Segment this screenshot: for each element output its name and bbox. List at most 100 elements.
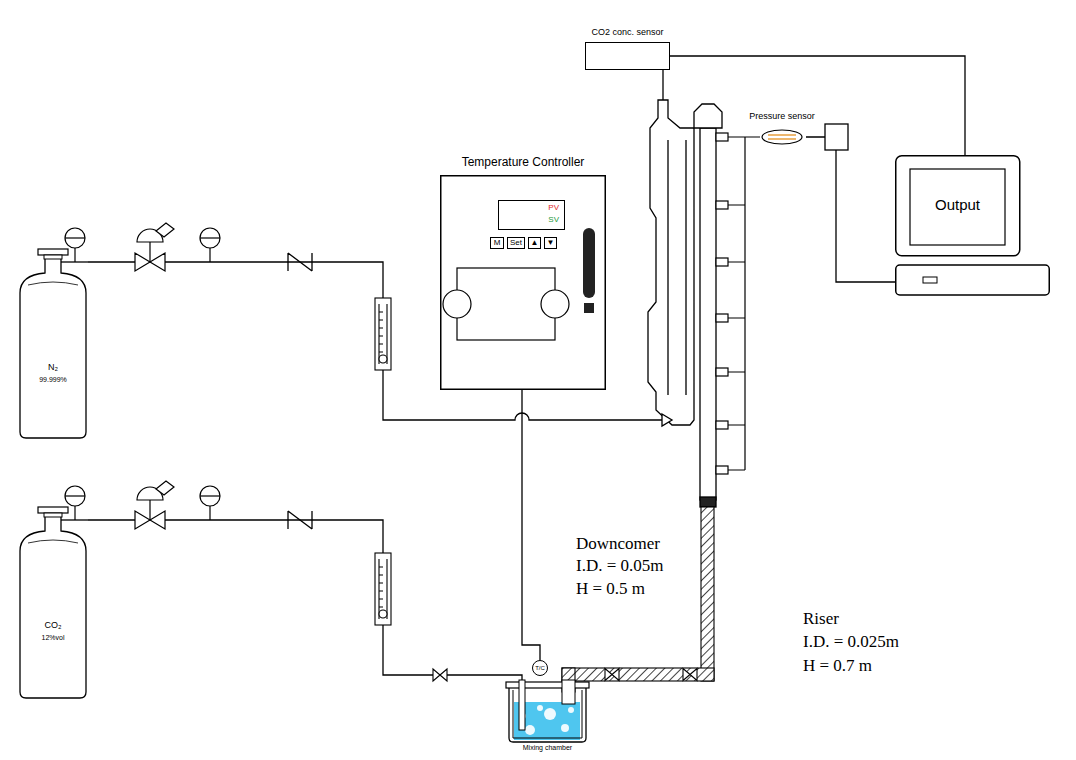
bubble-column-part	[662, 414, 672, 426]
dimension-label: H = 0.7 m	[803, 657, 872, 676]
mixing-chamber-shape-part	[568, 707, 574, 713]
gas-cylinder-shape	[18, 503, 88, 700]
bubble-column-part	[668, 140, 686, 395]
gas-cylinder: N₂ 99.999%	[18, 245, 88, 440]
node-text: T/C	[535, 665, 545, 672]
bubble-column-part	[700, 128, 716, 500]
temperature-controller: Temperature ControllerPVSVMSet▲▼	[440, 175, 606, 390]
node-text: Mixing chamber	[523, 744, 572, 752]
gas-cylinder-shape-part	[61, 519, 88, 520]
gas-cylinder: CO₂ 12%vol	[18, 503, 88, 700]
riser-tube-part	[683, 669, 697, 681]
pressure-taps-part	[716, 421, 728, 429]
node-text: PV	[548, 204, 559, 213]
node-text: ▲	[531, 239, 539, 248]
node-text: Temperature Controller	[462, 156, 585, 169]
co2-line-fittings	[65, 481, 447, 681]
gas-cylinder-shape-part	[28, 282, 78, 285]
dimension-label: I.D. = 0.05m	[576, 557, 664, 576]
gas-cylinder-shape	[18, 245, 88, 440]
mixing-chamber-shape-part	[506, 682, 589, 688]
gas-cylinder-shape-part	[38, 507, 68, 513]
mixing-chamber-shape-part	[525, 725, 535, 735]
mixing-chamber-shape-part	[562, 680, 575, 704]
co2-sensor-box: CO2 conc. sensor	[585, 42, 670, 70]
n2-line-fittings-part	[288, 253, 312, 271]
signal-line	[88, 520, 522, 680]
thermocouple: T/C	[532, 660, 548, 676]
node-text: ▼	[547, 239, 555, 248]
controller-display: PV SV	[498, 200, 565, 230]
bubble-column-part	[700, 497, 716, 507]
mixing-chamber-shape-part	[561, 724, 569, 732]
riser-tube-part	[562, 668, 714, 681]
controller-button: M	[490, 237, 504, 249]
pressure-taps-part	[716, 201, 728, 209]
node-text: SV	[548, 216, 559, 225]
node-text: 12%vol	[42, 634, 65, 642]
thermocouple-shape-part	[533, 661, 548, 676]
co2-line-fittings-part	[433, 669, 447, 681]
gas-cylinder-shape-part	[28, 540, 78, 543]
node-text: Set	[510, 239, 522, 248]
pressure-sensor-shape-part	[762, 130, 802, 144]
pressure-sensor-shape-part	[768, 135, 796, 139]
temperature-controller-shape-part	[584, 303, 594, 313]
pressure-sensor: Pressure sensor	[758, 112, 806, 146]
node-text: N₂	[48, 363, 58, 373]
bubble-column-part	[662, 70, 663, 100]
riser-tube	[562, 507, 714, 692]
node-text: CO₂	[45, 621, 62, 631]
temperature-controller-shape-part	[457, 268, 555, 340]
controller-button: ▲	[528, 237, 541, 249]
mixing-chamber-shape-part	[544, 708, 556, 720]
gas-cylinder-shape-part	[61, 261, 88, 262]
n2-line-fittings	[65, 223, 391, 370]
mixing-chamber-shape-part	[519, 680, 525, 730]
computer-shape-part	[896, 265, 1050, 295]
gas-cylinder-shape-part	[44, 513, 62, 517]
signal-line	[522, 390, 540, 660]
n2-line-fittings-part	[375, 298, 391, 370]
gas-cylinder-shape-part	[38, 249, 68, 255]
temperature-controller-shape-part	[441, 176, 606, 390]
mixing-chamber: Mixing chamber	[505, 680, 590, 752]
pressure-taps	[716, 133, 760, 474]
dimension-label: H = 0.5 m	[576, 580, 645, 599]
dimension-label: Downcomer	[576, 535, 660, 554]
pressure-taps-part	[716, 368, 728, 376]
pressure-taps-part	[716, 314, 728, 322]
node-text: Pressure sensor	[749, 112, 815, 122]
node-text: Output	[895, 197, 1020, 214]
dimension-label: I.D. = 0.025m	[803, 633, 899, 652]
n2-line-fittings-part	[200, 228, 220, 262]
mixing-chamber-shape	[505, 680, 590, 752]
bubble-column-part	[648, 100, 694, 425]
co2-line-fittings-part	[135, 481, 174, 529]
pressure-taps-part	[716, 258, 728, 266]
bubble-column-part	[694, 104, 722, 128]
n2-line-fittings-part	[135, 223, 174, 271]
gas-cylinder-shape-part	[20, 257, 86, 438]
computer-shape-part	[896, 156, 1020, 256]
temperature-controller-shape-part	[583, 228, 595, 298]
co2-line-fittings-part	[375, 553, 391, 625]
bubble-column	[648, 70, 722, 507]
computer-shape-part	[923, 277, 937, 283]
pressure-taps-part	[728, 137, 760, 470]
pressure-transmitter	[825, 124, 848, 150]
pressure-taps-part	[716, 466, 728, 474]
controller-button: ▼	[544, 237, 557, 249]
signal-line	[806, 137, 895, 282]
gas-cylinder-shape-part	[44, 255, 62, 259]
co2-line-fittings-part	[288, 511, 312, 529]
dimension-label: Riser	[803, 610, 839, 629]
co2-line-fittings-part	[65, 486, 85, 520]
temperature-controller-shape-part	[443, 290, 471, 318]
controller-button: Set	[507, 237, 525, 249]
node-text: M	[494, 239, 501, 248]
computer-shape	[895, 155, 1050, 297]
node-text: 99.999%	[39, 376, 67, 384]
pressure-taps-part	[716, 133, 728, 141]
